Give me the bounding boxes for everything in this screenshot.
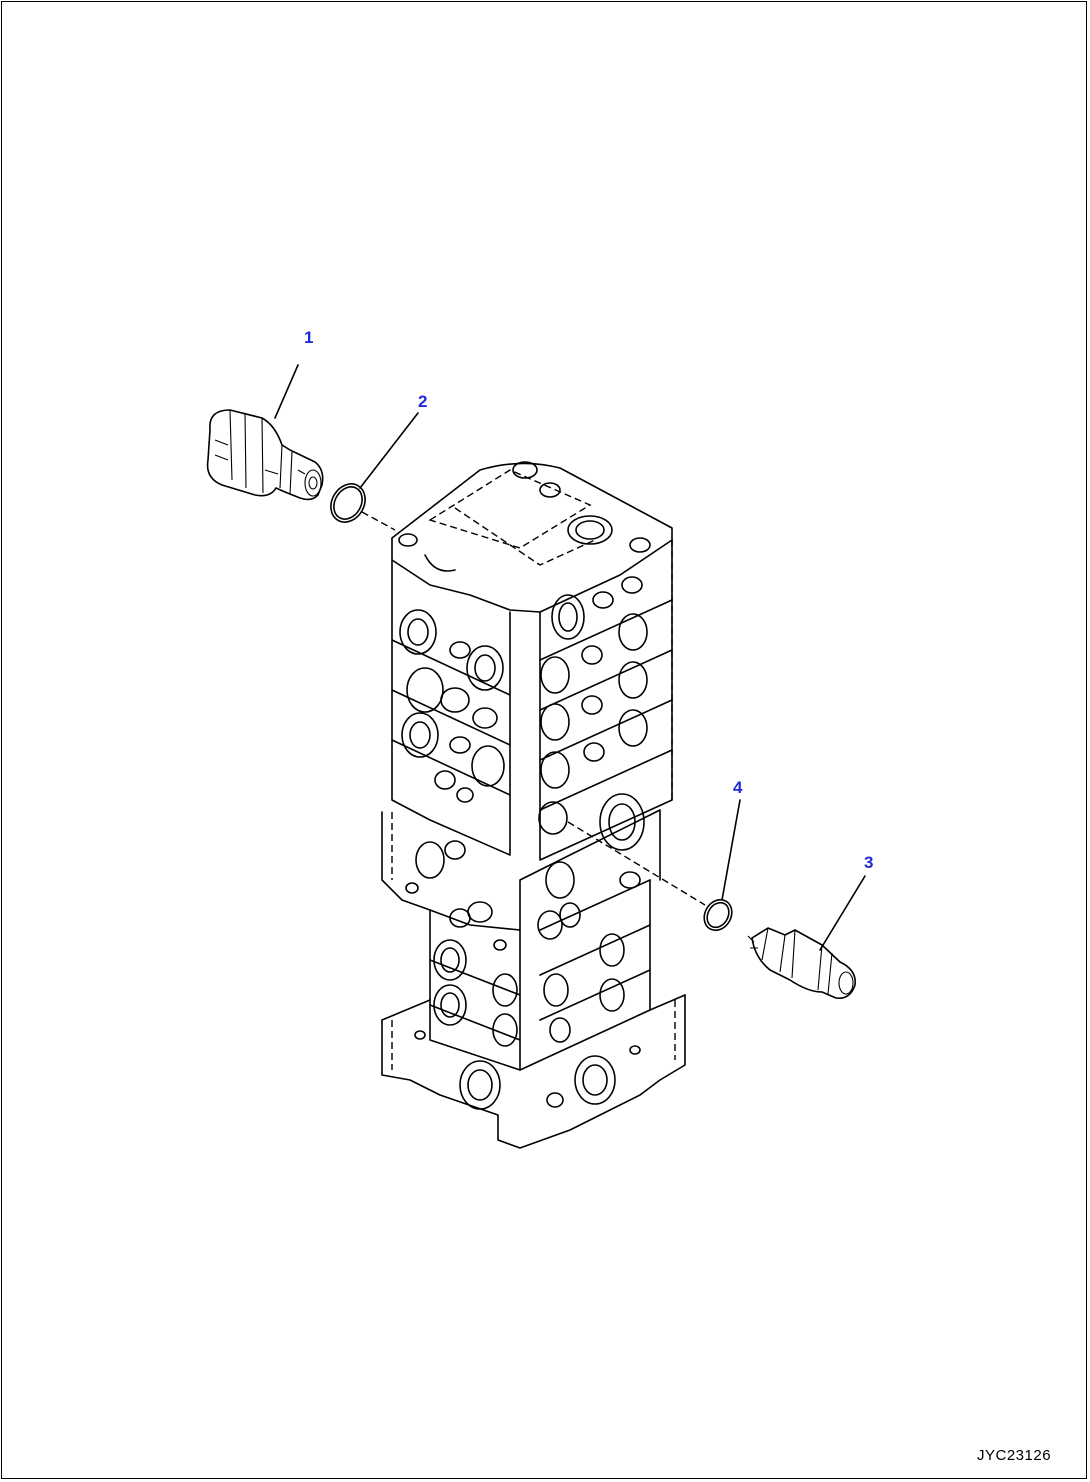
leader-line-2 [359,412,419,489]
control-valve-body [381,461,686,1149]
callout-4: 4 [733,778,743,797]
assembly-line-1 [361,511,396,531]
part-1-valve [206,409,324,501]
leader-line-1 [274,364,299,419]
leader-line-3 [819,875,866,951]
leader-line-4 [721,799,741,901]
part-3-valve [747,927,857,1000]
assembly-line-2 [567,821,706,906]
callout-1: 1 [304,328,313,347]
part-2-o-ring [330,483,366,523]
callout-3: 3 [864,853,873,872]
drawing-code: JYC23126 [977,1447,1051,1464]
part-4-o-ring [703,898,733,932]
callout-2: 2 [418,392,427,411]
